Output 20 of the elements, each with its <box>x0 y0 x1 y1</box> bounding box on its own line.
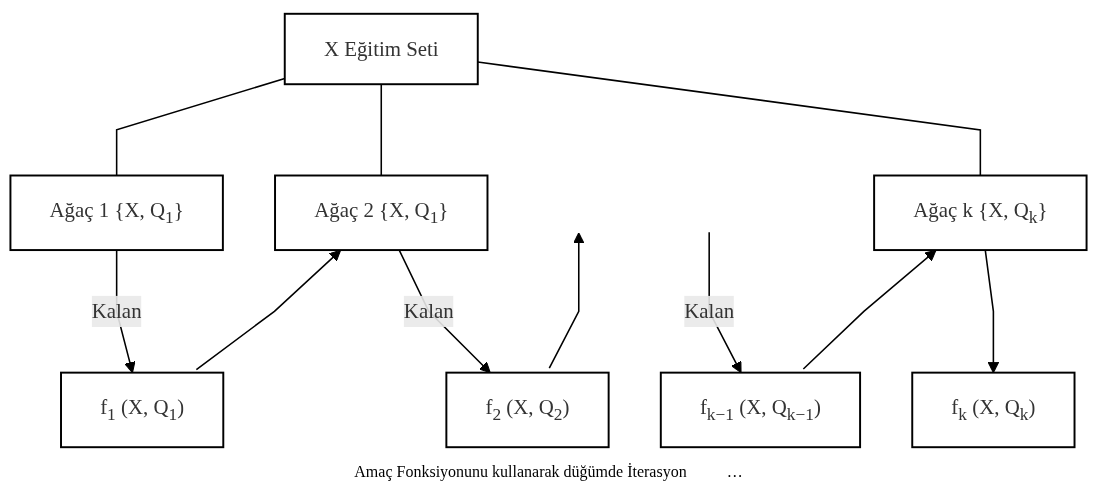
node-box: Ağaç 2 {X, Q$_{1}$} <box>274 174 489 252</box>
node-box: f$_{1}$ (X, Q$_{1}$) <box>60 371 225 449</box>
node-box: f$_{2}$ (X, Q$_{2}$) <box>445 371 610 449</box>
connector <box>477 61 982 177</box>
node-box: f$_{k}$ (X, Q$_{k}$) <box>911 371 1076 449</box>
node-box: Ağaç k {X, Q$_{k}$} <box>873 174 1088 252</box>
edge-label: Kalan <box>403 299 454 322</box>
connector <box>380 83 383 177</box>
node-box: Ağaç 1 {X, Q$_{1}$} <box>9 174 224 252</box>
edge-label: Kalan <box>684 299 735 322</box>
node-box: f$_{k−1}$ (X, Q$_{k−1}$) <box>659 371 862 449</box>
arrow <box>802 249 937 370</box>
arrow <box>548 232 585 369</box>
arrow <box>984 249 1000 374</box>
edge-label: Kalan <box>91 299 142 322</box>
note-text: Amaç Fonksiyonunu kullanarak düğümde İterasyon <box>354 463 687 481</box>
node-box: X Eğitim Seti <box>283 12 479 86</box>
note-text: … <box>726 463 743 481</box>
arrow <box>398 249 491 374</box>
arrow <box>195 249 341 371</box>
